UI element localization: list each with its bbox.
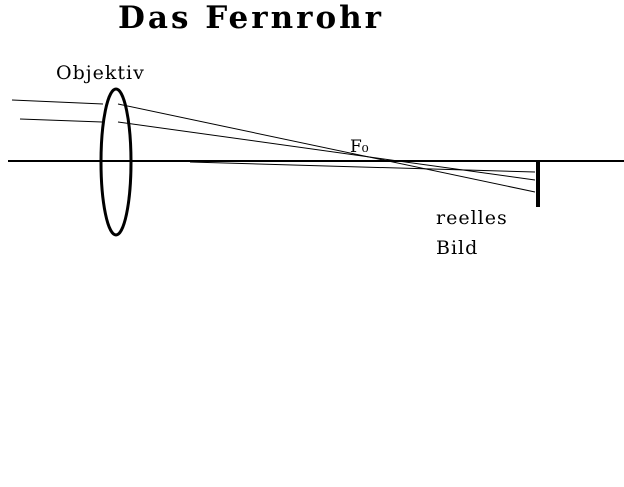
axis-ray [189, 161, 536, 173]
incoming-ray-lower [19, 118, 103, 123]
real-image-label-line1: reelles [436, 207, 508, 229]
objective-lens [99, 87, 133, 237]
refracted-ray-lower [117, 121, 536, 181]
real-image-label-line2: Bild [436, 237, 478, 259]
light-rays [11, 99, 536, 193]
focal-point-label: F₀ [350, 137, 369, 157]
diagram-title: Das Fernrohr [118, 0, 384, 36]
refracted-ray-upper [117, 103, 536, 193]
incoming-ray-upper [11, 99, 104, 105]
objective-label: Objektiv [56, 62, 145, 84]
